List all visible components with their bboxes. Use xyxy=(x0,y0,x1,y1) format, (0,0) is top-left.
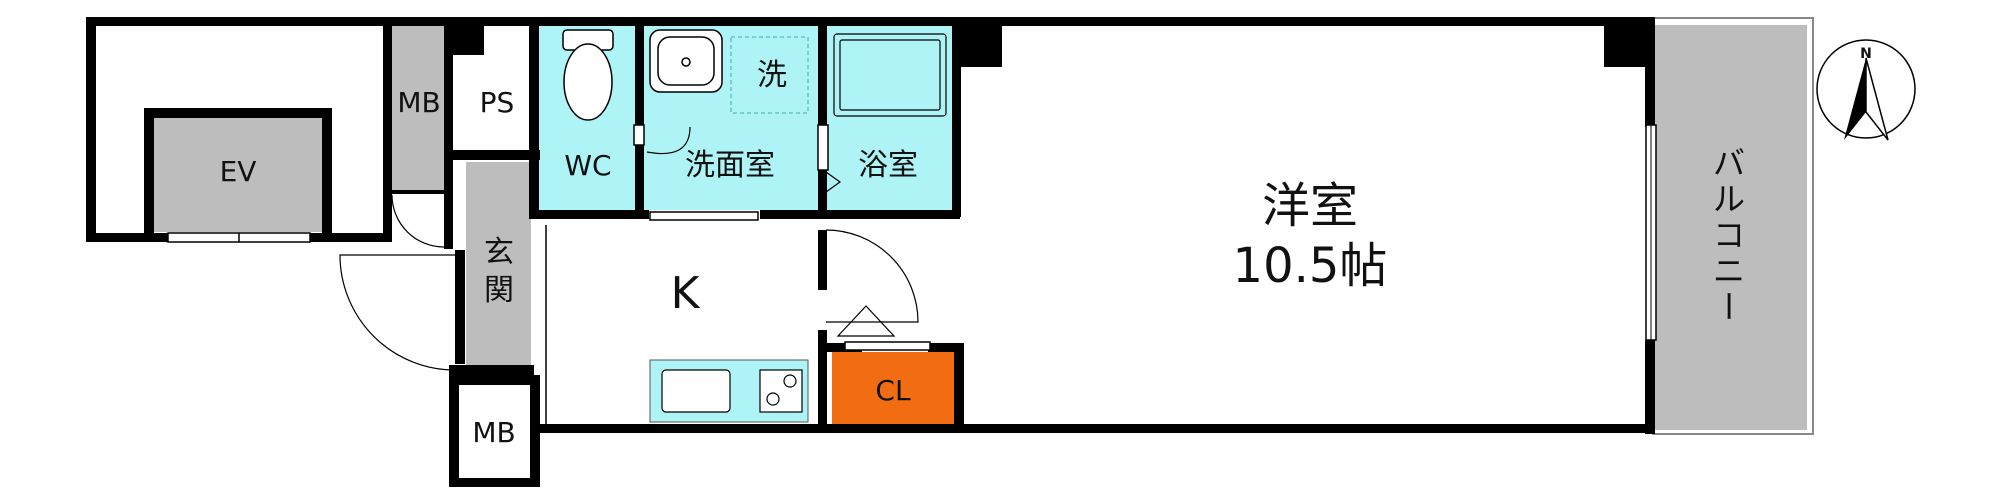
balcony-char-3: コ xyxy=(1713,216,1745,254)
balcony-char-4: ニ xyxy=(1713,252,1745,290)
sink-icon xyxy=(649,29,723,93)
toilet-icon xyxy=(562,29,614,121)
western-room-name: 洋室 xyxy=(1262,178,1358,234)
bathtub-icon xyxy=(833,33,947,117)
balcony-char-5: ー xyxy=(1709,290,1747,322)
bath-label: 浴室 xyxy=(858,148,918,183)
genkan-label-2: 関 xyxy=(484,273,514,308)
genkan-label-1: 玄 xyxy=(484,235,514,270)
washer-label: 洗 xyxy=(757,58,787,93)
bath-area xyxy=(825,25,955,210)
closet-label: CL xyxy=(875,374,911,407)
balcony-char-1: バ xyxy=(1713,144,1745,182)
mb-top-label: MB xyxy=(397,86,440,119)
western-room-size: 10.5帖 xyxy=(1233,238,1388,294)
partitions xyxy=(167,36,1657,425)
wc-label: WC xyxy=(564,149,611,182)
washroom-label: 洗面室 xyxy=(685,148,775,183)
compass-icon: N xyxy=(1816,39,1916,141)
kitchen-fixtures xyxy=(661,369,803,413)
closet-area xyxy=(832,352,954,426)
kitchen-label: K xyxy=(671,268,701,319)
balcony-rail xyxy=(1652,17,1814,435)
balcony-label: バ ル コ ニ ー xyxy=(1709,144,1747,322)
ev-label: EV xyxy=(220,155,257,188)
genkan-area xyxy=(466,162,531,374)
balcony-char-2: ル xyxy=(1713,180,1745,218)
compass-north-label: N xyxy=(1860,46,1872,62)
balcony-area xyxy=(1652,25,1807,430)
mb-bottom-label: MB xyxy=(472,416,515,449)
ev-box xyxy=(152,117,322,232)
ps-label: PS xyxy=(480,86,515,119)
mb-top-area xyxy=(390,25,446,190)
